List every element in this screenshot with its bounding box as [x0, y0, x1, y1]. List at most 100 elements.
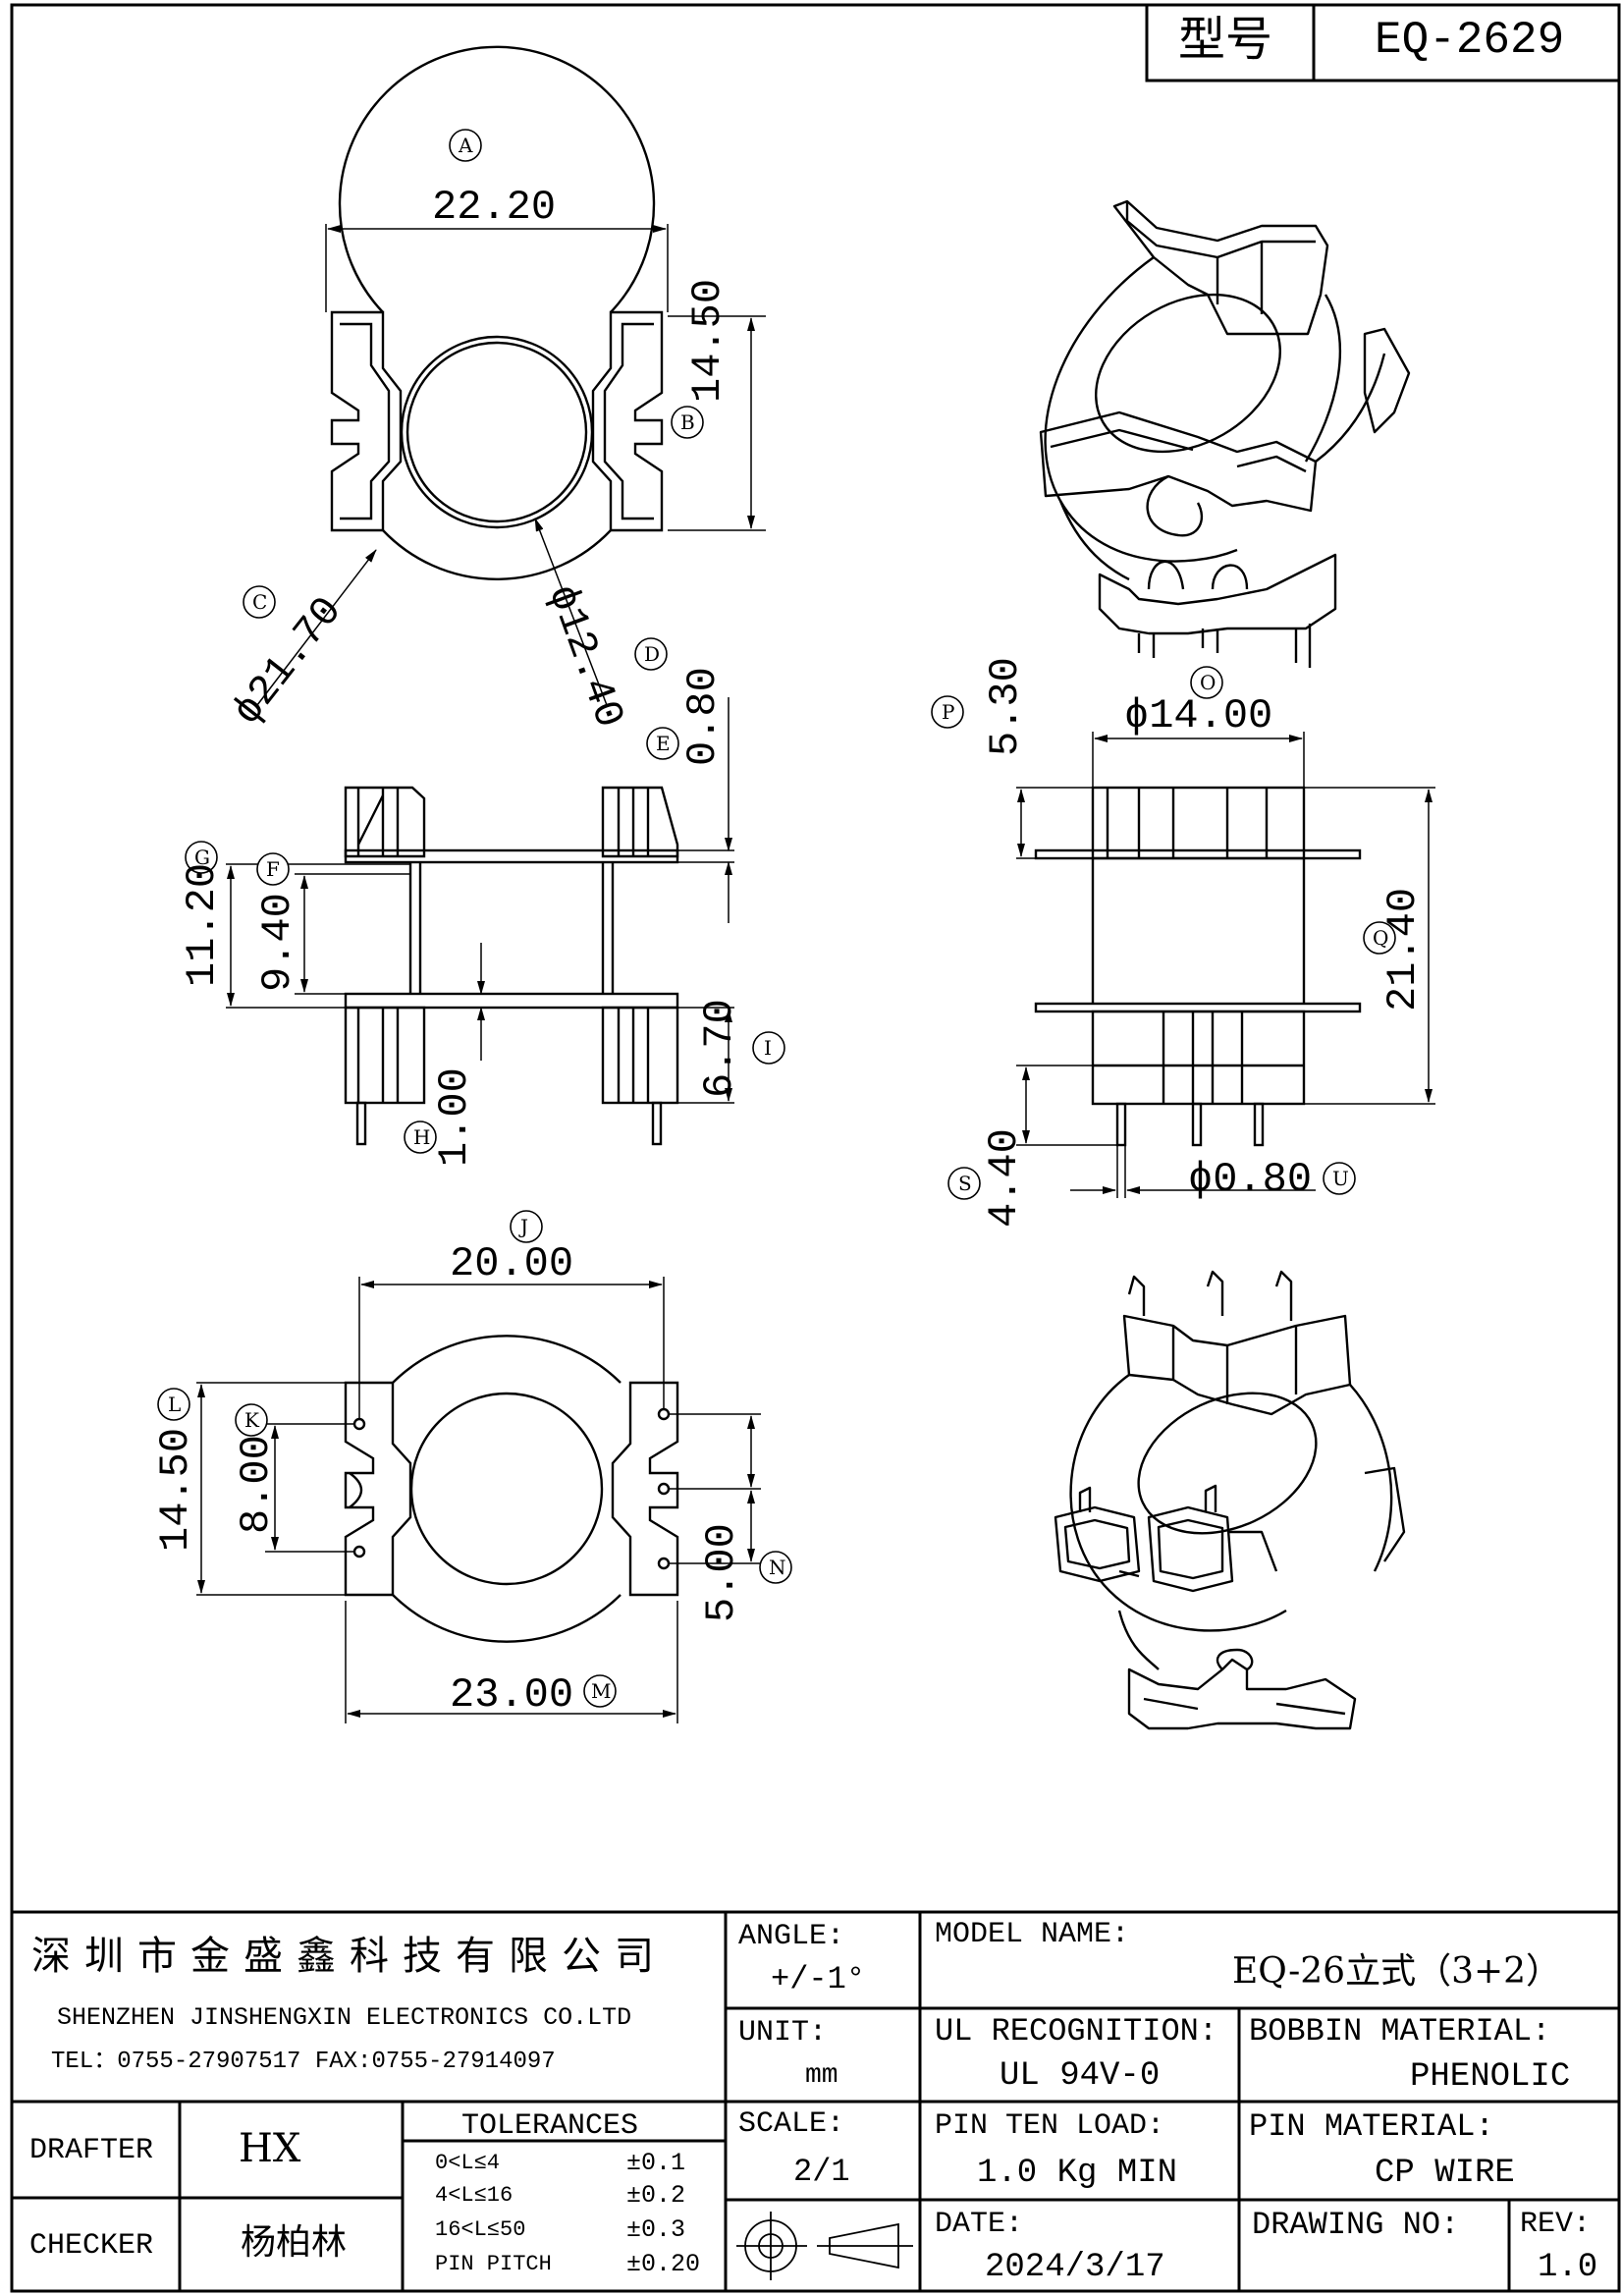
scale-label: SCALE: — [738, 2107, 845, 2141]
rev-value: 1.0 — [1538, 2249, 1598, 2286]
callout-J — [510, 1210, 543, 1243]
callout-u-label: U — [1332, 1167, 1349, 1190]
company-name-cn: 深圳市金盛鑫科技有限公司 — [31, 1934, 668, 1979]
dim-n: 5.00 — [698, 1523, 745, 1622]
callout-A — [449, 129, 482, 162]
bottom-view-dims — [196, 1277, 761, 1723]
dim-a: 22.20 — [432, 184, 557, 231]
pin-material-value: CP WIRE — [1375, 2155, 1515, 2192]
side-view — [344, 786, 679, 1146]
model-value: EQ-2629 — [1375, 15, 1565, 66]
tolerance-range-3: 16<L≤50 — [435, 2217, 526, 2242]
callout-S — [947, 1167, 981, 1200]
callout-I — [752, 1031, 785, 1065]
top-view-dims — [256, 224, 766, 706]
callout-o-label: O — [1200, 671, 1216, 694]
pin-ten-load-label: PIN TEN LOAD: — [935, 2109, 1165, 2143]
dim-o: ϕ14.00 — [1124, 692, 1273, 739]
callout-j-label: J — [520, 1215, 529, 1238]
callout-E — [646, 727, 679, 760]
drawing-border — [10, 3, 1621, 2293]
top-view — [330, 45, 664, 580]
callout-l-label: L — [168, 1393, 182, 1416]
callout-n-label: N — [769, 1556, 786, 1579]
dim-q: 21.40 — [1379, 887, 1427, 1011]
iso-view-bottom — [1054, 1270, 1406, 1730]
unit-label: UNIT: — [738, 2016, 828, 2050]
dim-j: 20.00 — [450, 1240, 574, 1287]
tolerances-label: TOLERANCES — [461, 2109, 639, 2143]
pin-ten-load-value: 1.0 Kg MIN — [977, 2155, 1178, 2192]
callout-K — [235, 1403, 268, 1437]
company-name-en: SHENZHEN JINSHENGXIN ELECTRONICS CO.LTD — [57, 2003, 632, 2032]
callout-C — [243, 585, 276, 619]
drafter-label: DRAFTER — [29, 2134, 154, 2167]
dim-m: 23.00 — [450, 1671, 574, 1719]
callout-h-label: H — [413, 1125, 431, 1149]
ul-label: UL RECOGNITION: — [935, 2013, 1218, 2050]
callout-p-label: P — [942, 700, 955, 724]
callout-M — [583, 1674, 617, 1708]
callout-e-label: E — [656, 732, 671, 755]
angle-value: +/-1° — [771, 1961, 866, 1997]
checker-label: CHECKER — [29, 2229, 154, 2263]
callout-L — [157, 1388, 190, 1421]
callout-i-label: I — [764, 1036, 772, 1060]
callout-H — [404, 1121, 437, 1154]
dim-e: 0.80 — [679, 667, 727, 766]
projection-symbol — [736, 2212, 913, 2280]
dim-s: 4.40 — [981, 1128, 1028, 1228]
angle-label: ANGLE: — [738, 1920, 845, 1953]
dim-k: 8.00 — [233, 1435, 280, 1534]
callout-s-label: S — [958, 1172, 972, 1195]
callout-q-label: Q — [1373, 926, 1389, 950]
side-view-dims — [226, 697, 734, 1104]
model-name-label: MODEL NAME: — [935, 1918, 1130, 1951]
title-block-grid — [12, 1910, 1619, 2291]
drafter-value: HX — [239, 2126, 301, 2171]
company-contact: TEL：0755-27907517 FAX:0755-27914097 — [51, 2049, 556, 2075]
callout-O — [1190, 666, 1223, 699]
iso-view-top — [1039, 199, 1411, 668]
model-label: 型号 — [1178, 12, 1273, 67]
callout-B — [671, 406, 704, 439]
tolerance-value-1: ±0.1 — [626, 2149, 686, 2177]
callout-G — [185, 841, 218, 874]
dim-b: 14.50 — [684, 278, 731, 403]
tolerance-value-4: ±0.20 — [626, 2250, 701, 2278]
ul-value: UL 94V-0 — [1000, 2057, 1161, 2095]
date-value: 2024/3/17 — [985, 2249, 1165, 2286]
callout-Q — [1363, 921, 1396, 955]
dim-u: ϕ0.80 — [1188, 1156, 1313, 1203]
callout-F — [256, 852, 290, 886]
callout-f-label: F — [266, 857, 280, 881]
callout-c-label: C — [252, 590, 268, 614]
bottom-view — [344, 1335, 679, 1643]
callout-N — [759, 1551, 792, 1584]
callout-a-label: A — [459, 134, 473, 157]
callout-P — [931, 695, 964, 729]
model-name-value: EQ-26立式（3+2） — [1232, 1951, 1562, 1992]
callout-U — [1323, 1162, 1356, 1195]
tolerance-range-1: 0<L≤4 — [435, 2151, 501, 2175]
dim-h: 1.00 — [431, 1067, 478, 1167]
front-view — [1034, 786, 1362, 1147]
dim-f: 9.40 — [254, 893, 301, 992]
dim-p: 5.30 — [982, 657, 1029, 756]
date-label: DATE: — [935, 2208, 1024, 2241]
pin-material-label: PIN MATERIAL: — [1249, 2108, 1494, 2145]
scale-value: 2/1 — [793, 2154, 850, 2190]
bobbin-material-label: BOBBIN MATERIAL: — [1249, 2013, 1551, 2050]
callout-g-label: G — [194, 846, 210, 869]
tolerance-value-2: ±0.2 — [626, 2181, 686, 2210]
dim-l: 14.50 — [152, 1427, 199, 1552]
callout-circles — [157, 129, 1396, 1708]
rev-label: REV: — [1520, 2208, 1592, 2241]
callout-m-label: M — [591, 1679, 612, 1703]
checker-value: 杨柏林 — [241, 2222, 348, 2263]
callout-D — [634, 637, 668, 671]
model-box — [1145, 3, 1621, 82]
dim-i: 6.70 — [696, 999, 743, 1098]
drawing-no-label: DRAWING NO: — [1252, 2207, 1460, 2243]
bobbin-material-value: PHENOLIC — [1410, 2058, 1571, 2096]
